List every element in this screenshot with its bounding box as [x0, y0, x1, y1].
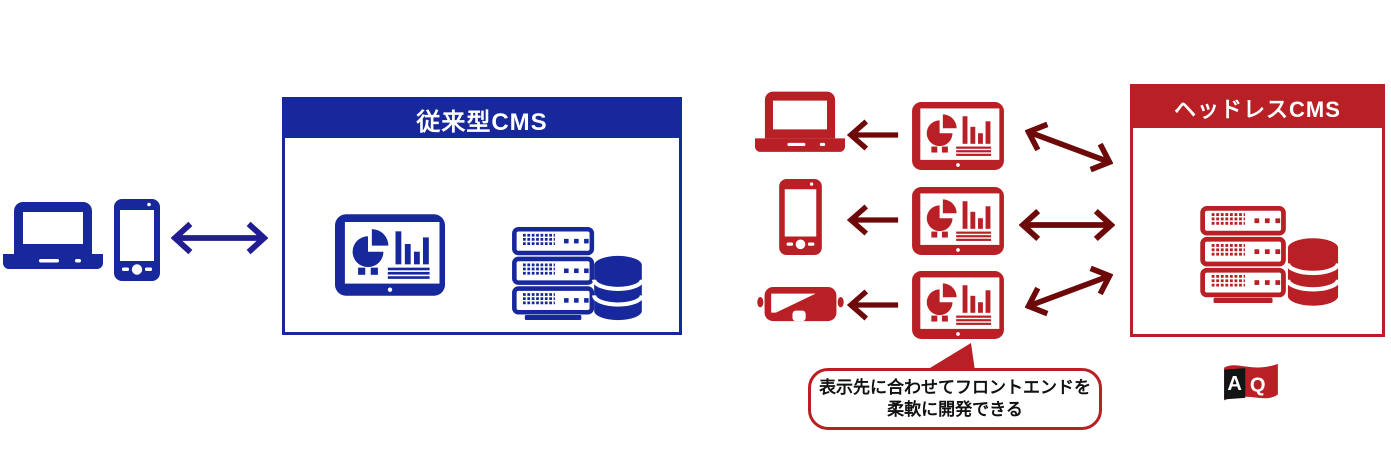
aq-flag-logo: A Q — [1224, 363, 1278, 401]
arrow-left-icon — [847, 287, 901, 323]
smartphone-icon — [112, 199, 162, 281]
headless-cms-box: ヘッドレスCMS — [1130, 84, 1385, 337]
double-arrow-icon — [1018, 257, 1119, 326]
traditional-cms-box: 従来型CMS — [282, 97, 682, 335]
dashboard-icon — [912, 102, 1004, 170]
laptop-icon — [755, 91, 845, 157]
server-icon — [507, 227, 601, 320]
database-icon — [592, 255, 644, 321]
logo-letter-q: Q — [1250, 375, 1266, 397]
logo-letter-a: A — [1227, 373, 1242, 395]
left-double-arrow-icon — [171, 219, 268, 257]
callout-bubble: 表示先に合わせてフロントエンドを 柔軟に開発できる — [808, 368, 1102, 430]
callout-line-1: 表示先に合わせてフロントエンドを — [819, 378, 1091, 397]
callout-tail — [925, 343, 975, 371]
arrow-left-icon — [847, 117, 901, 153]
server-icon — [1196, 206, 1292, 303]
dashboard-icon — [912, 187, 1004, 255]
smartphone-icon — [777, 179, 824, 255]
vr-goggles-icon — [757, 283, 844, 327]
dashboard-icon — [335, 212, 445, 298]
headless-cms-title: ヘッドレスCMS — [1133, 87, 1382, 128]
double-arrow-icon — [1018, 113, 1119, 182]
callout-line-2: 柔軟に開発できる — [887, 400, 1023, 419]
database-icon — [1286, 237, 1340, 307]
double-arrow-icon — [1019, 206, 1115, 244]
laptop-icon — [3, 202, 103, 274]
traditional-cms-title: 従来型CMS — [285, 100, 679, 138]
arrow-left-icon — [847, 202, 901, 238]
dashboard-icon — [912, 271, 1004, 339]
